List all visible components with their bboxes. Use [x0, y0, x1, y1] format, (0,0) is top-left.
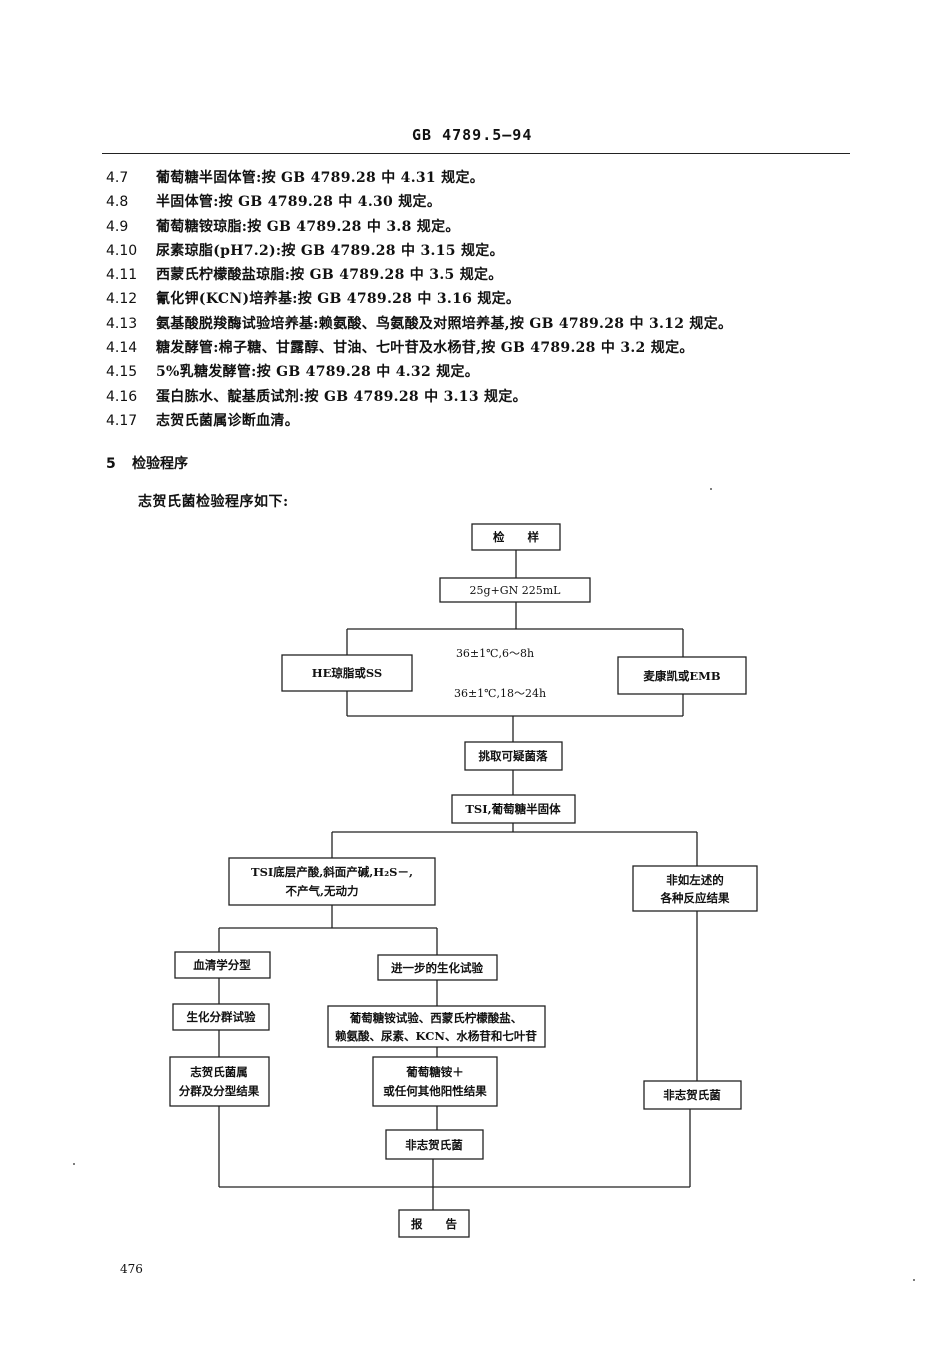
- report-box: [398, 1209, 470, 1238]
- tsi-result-line1: TSI底层产酸,斜面产碱,H₂S－,: [251, 865, 413, 879]
- enrichment-label: 25g+GN 225mL: [470, 584, 562, 597]
- further-biochem-label: 进一步的生化试验: [391, 961, 483, 975]
- section-heading: 5 检验程序: [106, 453, 188, 473]
- non-shigella-mid-box: [385, 1129, 484, 1160]
- list-item: 4.14 糖发酵管:棉子糖、甘露醇、甘油、七叶苷及水杨苷,按 GB 4789.28…: [106, 336, 826, 360]
- item-text: 葡萄糖铵琼脂:按 GB 4789.28 中 3.8 规定。: [156, 218, 460, 235]
- non-shigella-right-box: [643, 1080, 742, 1110]
- list-item: 4.12 氰化钾(KCN)培养基:按 GB 4789.28 中 3.16 规定。: [106, 287, 826, 311]
- non-shigella-mid-label: 非志贺氏菌: [405, 1138, 463, 1152]
- he-ss-agar-box: [281, 654, 413, 692]
- positive-result-line2: 或任何其他阳性结果: [383, 1084, 487, 1098]
- list-item: 4.15 5%乳糖发酵管:按 GB 4789.28 中 4.32 规定。: [106, 360, 826, 384]
- list-item: 4.16 蛋白胨水、靛基质试剂:按 GB 4789.28 中 3.13 规定。: [106, 385, 826, 409]
- item-number: 4.10: [106, 242, 138, 259]
- header-rule: [102, 153, 850, 154]
- item-number: 4.17: [106, 412, 138, 429]
- list-item: 4.7 葡萄糖半固体管:按 GB 4789.28 中 4.31 规定。: [106, 166, 826, 190]
- serology-label: 血清学分型: [193, 958, 251, 972]
- list-item: 4.11 西蒙氏柠檬酸盐琼脂:按 GB 4789.28 中 3.5 规定。: [106, 263, 826, 287]
- list-item: 4.9 葡萄糖铵琼脂:按 GB 4789.28 中 3.8 规定。: [106, 215, 826, 239]
- positive-result-box: [372, 1056, 498, 1107]
- further-biochem-box: [377, 954, 498, 981]
- item-number: 4.11: [106, 267, 138, 284]
- other-result-line2: 各种反应结果: [660, 891, 730, 905]
- item-text: 志贺氏菌属诊断血清。: [156, 412, 299, 429]
- section-title: 检验程序: [132, 456, 188, 472]
- tsi-box: [451, 794, 576, 824]
- item-text: 半固体管:按 GB 4789.28 中 4.30 规定。: [156, 194, 442, 211]
- item-number: 4.15: [106, 364, 138, 381]
- macconkey-emb-label: 麦康凯或EMB: [643, 669, 720, 683]
- incubation-condition-2: 36±1℃,18～24h: [454, 687, 546, 700]
- tsi-result-line2: 不产气,无动力: [285, 884, 358, 898]
- macconkey-emb-box: [617, 656, 747, 695]
- other-result-box: [632, 865, 758, 912]
- list-item: 4.17 志贺氏菌属诊断血清。: [106, 409, 826, 433]
- reagent-list: 4.7 葡萄糖半固体管:按 GB 4789.28 中 4.31 规定。 4.8 半固…: [106, 166, 826, 433]
- list-item: 4.10 尿素琼脂(pH7.2):按 GB 4789.28 中 3.15 规定。: [106, 239, 826, 263]
- item-number: 4.16: [106, 388, 138, 405]
- positive-result-line1: 葡萄糖铵＋: [405, 1065, 464, 1079]
- item-number: 4.9: [106, 218, 129, 235]
- list-item: 4.13 氨基酸脱羧酶试验培养基:赖氨酸、鸟氨酸及对照培养基,按 GB 4789.…: [106, 312, 826, 336]
- pick-colonies-label: 挑取可疑菌落: [479, 749, 548, 763]
- item-number: 4.8: [106, 194, 129, 211]
- item-number: 4.7: [106, 170, 129, 186]
- pick-colonies-box: [464, 741, 563, 771]
- tsi-result-box: [228, 857, 436, 906]
- biochem-group-box: [172, 1003, 270, 1031]
- item-text: 糖发酵管:棉子糖、甘露醇、甘油、七叶苷及水杨苷,按 GB 4789.28 中 3…: [156, 340, 694, 357]
- other-result-line1: 非如左述的: [666, 873, 724, 887]
- list-item: 4.8 半固体管:按 GB 4789.28 中 4.30 规定。: [106, 190, 826, 214]
- item-text: 西蒙氏柠檬酸盐琼脂:按 GB 4789.28 中 3.5 规定。: [156, 267, 503, 284]
- item-text: 5%乳糖发酵管:按 GB 4789.28 中 4.32 规定。: [156, 364, 480, 381]
- scan-speck: [73, 1163, 75, 1165]
- biochem-group-label: 生化分群试验: [187, 1010, 256, 1024]
- page-number: 476: [120, 1262, 143, 1276]
- report-label: 报 告: [411, 1217, 457, 1231]
- biochem-tests-line1: 葡萄糖铵试验、西蒙氏柠檬酸盐、: [349, 1011, 523, 1025]
- item-text: 氨基酸脱羧酶试验培养基:赖氨酸、鸟氨酸及对照培养基,按 GB 4789.28 中…: [156, 315, 733, 332]
- intro-text: 志贺氏菌检验程序如下:: [138, 494, 289, 510]
- standard-code-header: GB 4789.5—94: [412, 126, 533, 144]
- shigella-result-line2: 分群及分型结果: [179, 1084, 260, 1098]
- item-number: 4.13: [106, 315, 138, 332]
- scan-speck: [913, 1279, 915, 1281]
- item-number: 4.12: [106, 291, 138, 308]
- biochem-tests-line2: 赖氨酸、尿素、KCN、水杨苷和七叶苷: [335, 1029, 537, 1043]
- item-text: 尿素琼脂(pH7.2):按 GB 4789.28 中 3.15 规定。: [156, 242, 504, 259]
- serology-box: [174, 951, 271, 979]
- biochem-tests-box: [327, 1005, 546, 1048]
- shigella-result-line1: 志贺氏菌属: [190, 1065, 248, 1079]
- shigella-result-box: [169, 1056, 270, 1107]
- non-shigella-right-label: 非志贺氏菌: [663, 1088, 721, 1102]
- item-number: 4.14: [106, 340, 138, 357]
- sample-label: 检 样: [493, 530, 539, 544]
- tsi-label: TSI,葡萄糖半固体: [465, 802, 561, 816]
- he-ss-agar-label: HE琼脂或SS: [312, 666, 383, 680]
- incubation-condition-1: 36±1℃,6～8h: [456, 647, 534, 660]
- sample-box: [471, 523, 561, 551]
- item-text: 葡萄糖半固体管:按 GB 4789.28 中 4.31 规定。: [156, 170, 485, 186]
- scan-speck: [710, 488, 712, 490]
- section-number: 5: [106, 456, 116, 472]
- flowchart-connectors: [218, 550, 698, 1210]
- enrichment-box: [439, 577, 591, 603]
- item-text: 蛋白胨水、靛基质试剂:按 GB 4789.28 中 3.13 规定。: [156, 388, 527, 405]
- item-text: 氰化钾(KCN)培养基:按 GB 4789.28 中 3.16 规定。: [156, 291, 521, 308]
